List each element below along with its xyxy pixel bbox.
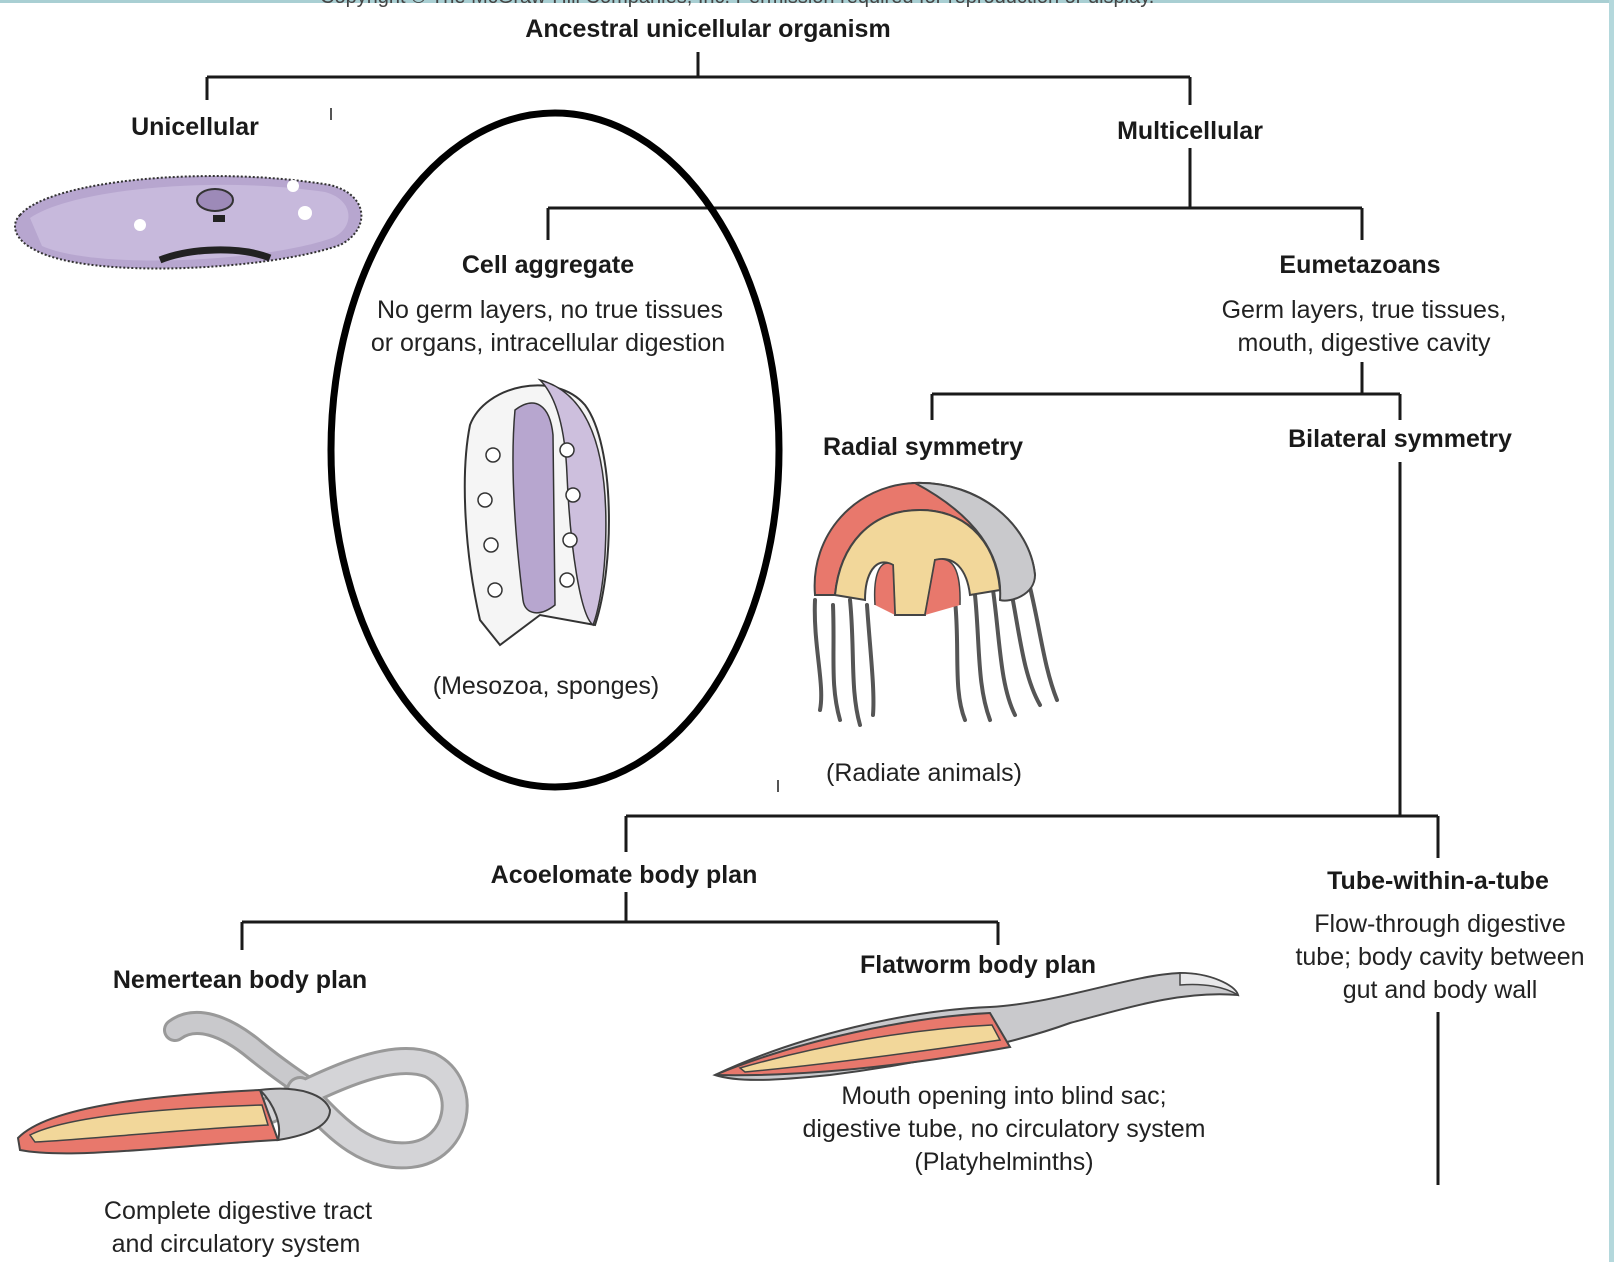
- sponge-icon: [455, 375, 625, 655]
- tube-desc-line2: tube; body cavity between: [1295, 941, 1584, 974]
- unicellular-title: Unicellular: [131, 112, 259, 142]
- cell-aggregate-examples: (Mesozoa, sponges): [433, 670, 660, 703]
- eumetazoans-desc-line2: mouth, digestive cavity: [1238, 327, 1491, 360]
- cell-aggregate-desc-line1: No germ layers, no true tissues: [377, 294, 723, 327]
- flatworm-desc-line1: Mouth opening into blind sac;: [841, 1080, 1166, 1113]
- flatworm-title: Flatworm body plan: [860, 950, 1096, 980]
- nemertean-title: Nemertean body plan: [113, 965, 367, 995]
- tube-desc-line1: Flow-through digestive: [1314, 908, 1566, 941]
- flatworm-desc-line2: digestive tube, no circulatory system: [803, 1113, 1206, 1146]
- bilateral-title: Bilateral symmetry: [1288, 424, 1512, 454]
- nemertean-desc-line2: and circulatory system: [112, 1228, 361, 1261]
- acoelomate-title: Acoelomate body plan: [491, 860, 758, 890]
- flatworm-desc-line3: (Platyhelminths): [914, 1146, 1093, 1179]
- cell-aggregate-title: Cell aggregate: [462, 250, 634, 280]
- nemertean-worm-icon: [10, 1010, 480, 1190]
- radial-examples: (Radiate animals): [826, 757, 1022, 790]
- tube-desc-line3: gut and body wall: [1343, 974, 1538, 1007]
- radial-title: Radial symmetry: [823, 432, 1023, 462]
- multicellular-title: Multicellular: [1117, 116, 1263, 146]
- paramecium-icon: [10, 160, 370, 300]
- root-title: Ancestral unicellular organism: [525, 14, 890, 44]
- jellyfish-icon: [795, 475, 1065, 735]
- eumetazoans-desc-line1: Germ layers, true tissues,: [1222, 294, 1507, 327]
- cell-aggregate-desc-line2: or organs, intracellular digestion: [371, 327, 725, 360]
- eumetazoans-title: Eumetazoans: [1279, 250, 1440, 280]
- tube-title: Tube-within-a-tube: [1327, 866, 1549, 896]
- flatworm-icon: [710, 965, 1240, 1090]
- nemertean-desc-line1: Complete digestive tract: [104, 1195, 372, 1228]
